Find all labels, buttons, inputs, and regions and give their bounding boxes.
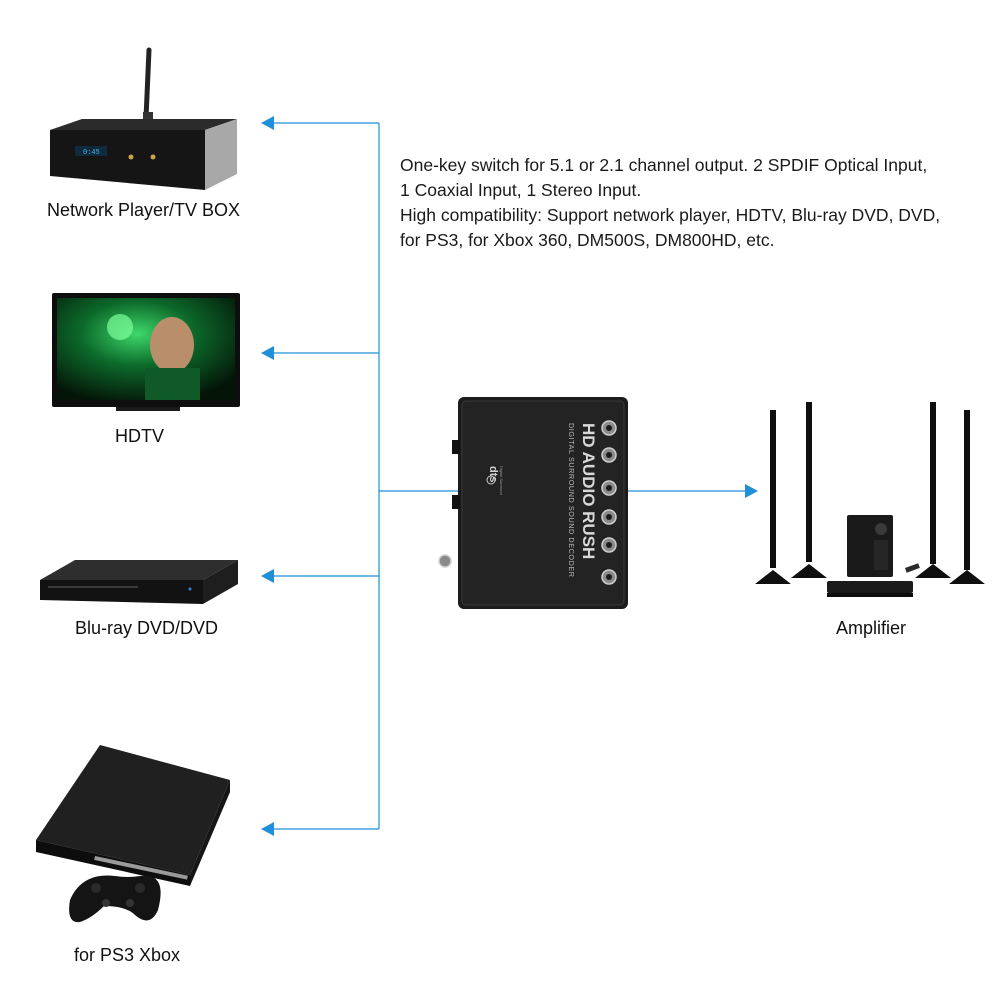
arrow-ps3 (261, 822, 274, 836)
label-hdtv: HDTV (115, 426, 164, 446)
decoder-title: HD AUDIO RUSH (579, 423, 598, 559)
description-line: 1 Coaxial Input, 1 Stereo Input. (400, 180, 642, 200)
description-line: for PS3, for Xbox 360, DM500S, DM800HD, … (400, 230, 775, 250)
arrow-hdtv (261, 346, 274, 360)
arrow-amplifier (745, 484, 758, 498)
description-line: One-key switch for 5.1 or 2.1 channel ou… (400, 155, 928, 175)
label-network-player: Network Player/TV BOX (47, 200, 241, 220)
label-ps3: for PS3 Xbox (74, 945, 181, 965)
arrow-network-player (261, 116, 274, 130)
dts-logo: dts (487, 466, 499, 483)
label-bluray: Blu-ray DVD/DVD (75, 618, 219, 638)
label-amplifier: Amplifier (836, 618, 907, 638)
decoder-subtitle: DIGITAL SURROUND SOUND DECODER (567, 423, 576, 578)
arrow-bluray (261, 569, 274, 583)
svg-text:0:45: 0:45 (83, 149, 100, 157)
description-line: High compatibility: Support network play… (400, 205, 941, 225)
dts-logo-sub: Digital Surround (499, 466, 504, 495)
feature-description: One-key switch for 5.1 or 2.1 channel ou… (400, 153, 990, 253)
